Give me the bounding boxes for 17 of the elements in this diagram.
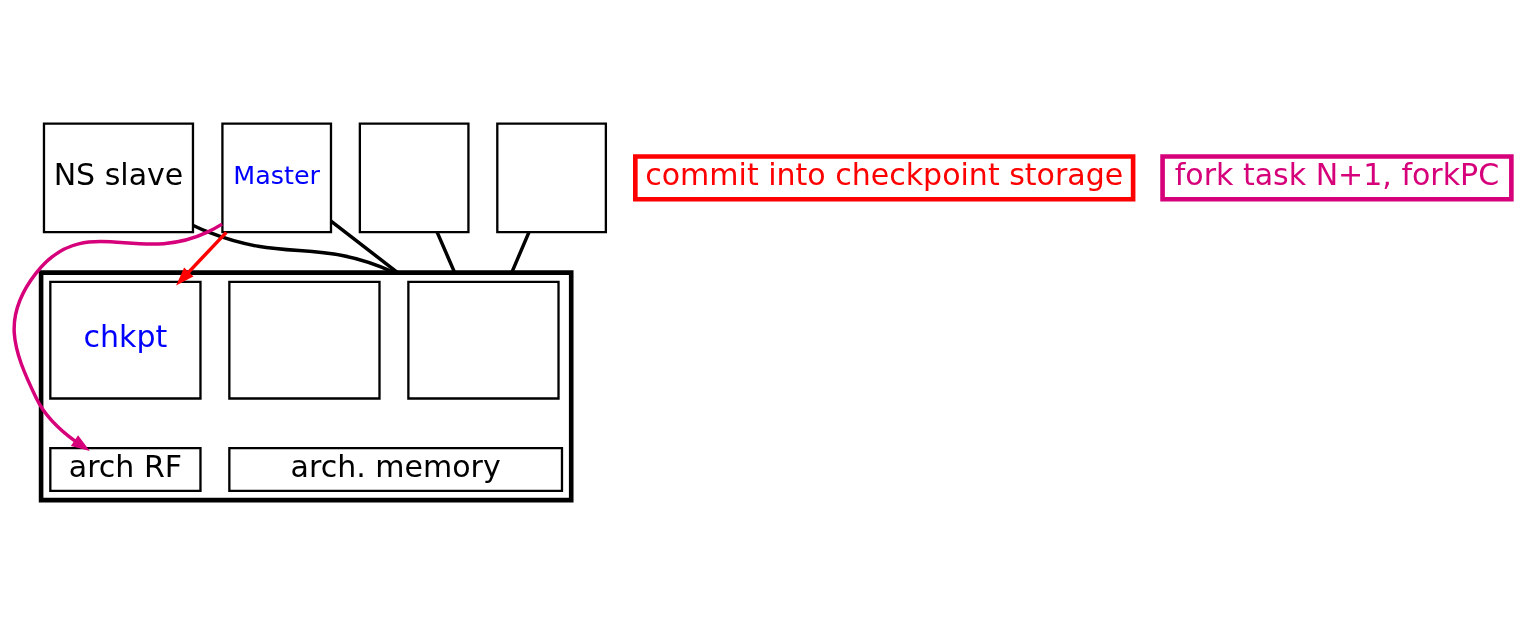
node-box — [228, 280, 381, 400]
node-box: arch RF — [49, 447, 202, 493]
node-box: Master — [221, 122, 333, 234]
node-box: fork task N+1, forkPC — [1160, 154, 1514, 202]
cluster — [38, 270, 574, 503]
node-box — [496, 122, 608, 234]
connector — [510, 231, 531, 274]
node-box: commit into checkpoint storage — [633, 154, 1136, 202]
arrow — [176, 231, 228, 286]
node-box: chkpt — [49, 280, 202, 400]
connector — [329, 219, 399, 274]
node-box: NS slave — [42, 122, 195, 234]
node-box — [358, 122, 470, 234]
arrow — [12, 222, 223, 452]
node-box — [407, 280, 560, 400]
connector — [435, 231, 457, 274]
node-box: arch. memory — [228, 447, 564, 493]
